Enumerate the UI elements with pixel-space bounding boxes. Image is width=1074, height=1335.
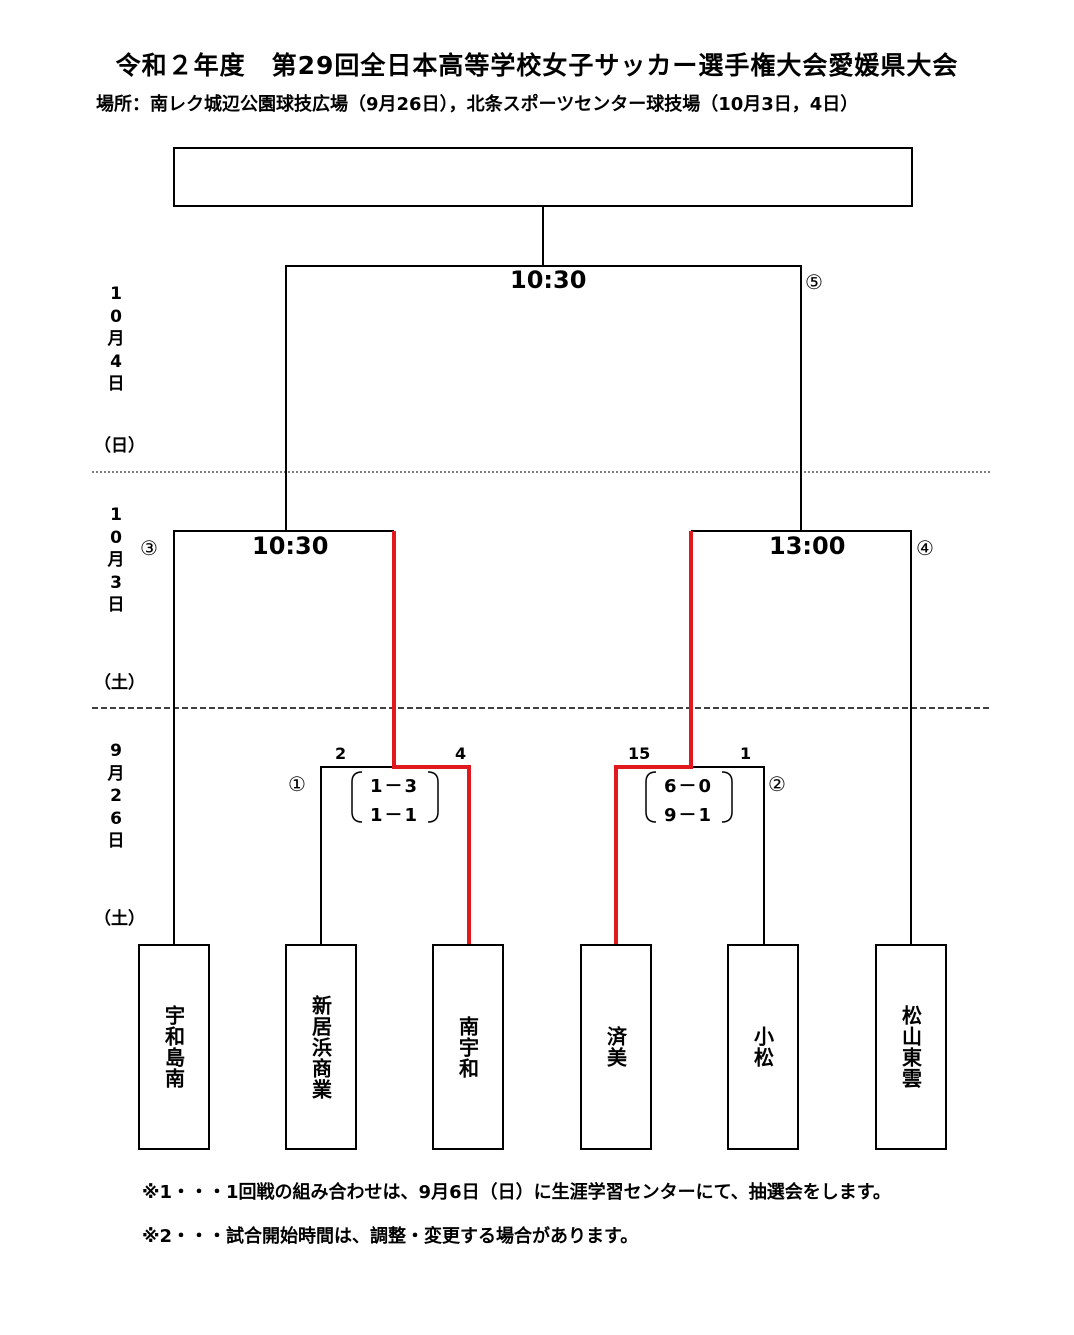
team-box-saibi: 済美 (580, 944, 652, 1150)
match-number-3: ③ (140, 536, 158, 560)
match2-score-right: 1 (740, 744, 752, 763)
date-char: 2 (110, 786, 122, 806)
match1-score-right: 4 (455, 744, 467, 763)
champion-box (173, 147, 913, 207)
date-char: 日 (107, 831, 125, 851)
date-char: 日 (107, 595, 125, 615)
match2-half2: 9－1 (664, 805, 714, 826)
date-char: 4 (110, 351, 122, 372)
match-number-1: ① (288, 772, 306, 796)
date-char: 0 (110, 527, 122, 548)
date-char: 9 (110, 741, 122, 761)
team-name: 小松 (750, 1026, 775, 1068)
team-box-komatsu: 小松 (727, 944, 799, 1150)
date-oct3: 1 0 月 3 日 (102, 504, 130, 617)
date-sep26-weekday: （土） (94, 909, 145, 929)
semi-left-time: 10:30 (252, 532, 329, 560)
match-number-5: ⑤ (805, 270, 823, 294)
date-sep26: 9 月 2 6 日 (102, 740, 130, 853)
venue-text: 場所：南レク城辺公園球技広場（9月26日），北条スポーツセンター球技場（10月3… (96, 94, 859, 115)
match1-score-bracket-left (351, 771, 363, 823)
winner-path-minami-uwa (392, 531, 471, 944)
match2-bracket (691, 766, 765, 944)
match-number-2: ② (768, 772, 786, 796)
final-time: 10:30 (510, 266, 587, 294)
semi-right-time: 13:00 (769, 532, 846, 560)
date-oct4-weekday: （日） (94, 436, 145, 456)
match1-half1: 1－3 (370, 776, 420, 797)
match-number-4: ④ (916, 536, 934, 560)
date-char: 1 (110, 505, 122, 525)
date-char: 1 (110, 284, 122, 304)
note-lottery: ※1・・・1回戦の組み合わせは、9月6日（日）に生涯学習センターにて、抽選会をし… (142, 1182, 891, 1203)
date-char: 日 (107, 374, 125, 394)
team-box-matsuyama-shinonome: 松山東雲 (875, 944, 947, 1150)
match1-score-bracket-right (427, 771, 439, 823)
date-char: 3 (110, 572, 122, 593)
page-title: 令和２年度 第29回全日本高等学校女子サッカー選手権大会愛媛県大会 (115, 51, 959, 80)
date-oct4: 1 0 月 4 日 (102, 283, 130, 396)
note-schedule: ※2・・・試合開始時間は、調整・変更する場合があります。 (142, 1226, 639, 1247)
date-oct3-weekday: （土） (94, 673, 145, 693)
date-char: 0 (110, 306, 122, 327)
date-char: 月 (107, 550, 125, 570)
team-name: 松山東雲 (898, 1005, 923, 1089)
date-char: 6 (110, 808, 122, 829)
winner-path-saibi (614, 531, 693, 944)
date-char: 月 (107, 329, 125, 349)
team-box-minami-uwa: 南宇和 (432, 944, 504, 1150)
team-name: 宇和島南 (161, 1005, 186, 1089)
match2-score-left: 15 (628, 744, 651, 763)
team-box-niihama-shogyo: 新居浜商業 (285, 944, 357, 1150)
semi-left-bracket (173, 530, 394, 944)
semi-right-bracket (691, 530, 912, 944)
match2-half1: 6－0 (664, 776, 714, 797)
match2-score-bracket-right (721, 771, 733, 823)
team-name: 新居浜商業 (308, 994, 333, 1100)
match2-score-bracket-left (645, 771, 657, 823)
match1-bracket (320, 766, 394, 944)
team-box-uwajima-minami: 宇和島南 (138, 944, 210, 1150)
match1-score-left: 2 (335, 744, 347, 763)
team-name: 済美 (603, 1026, 628, 1068)
match1-half2: 1－1 (370, 805, 420, 826)
team-name: 南宇和 (455, 1015, 480, 1079)
date-char: 月 (107, 763, 125, 784)
final-bracket (285, 265, 802, 531)
